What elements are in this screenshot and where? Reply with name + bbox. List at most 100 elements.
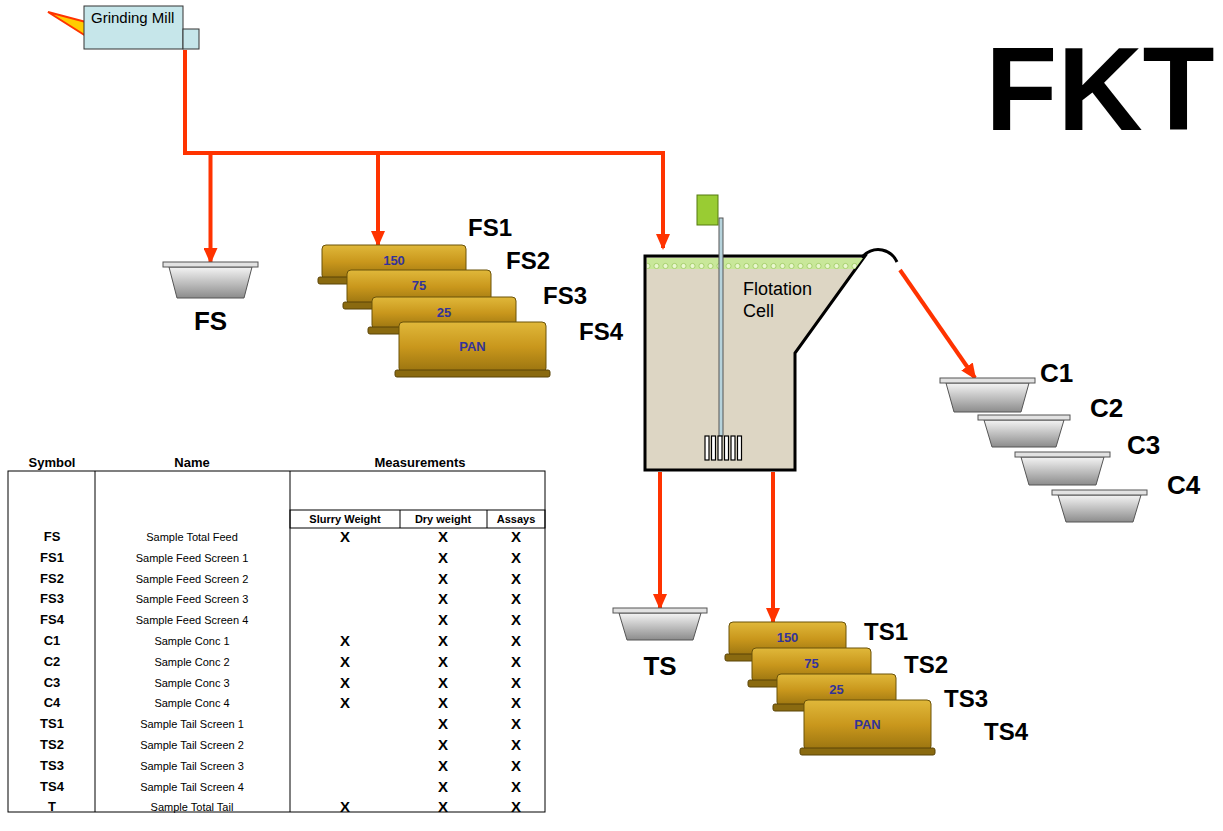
screen-id: TS2 bbox=[904, 651, 948, 679]
screen-id: TS4 bbox=[984, 718, 1028, 746]
tray-label: C1 bbox=[1040, 358, 1073, 389]
table-mark: X bbox=[340, 528, 350, 545]
screen-size: PAN bbox=[459, 339, 485, 354]
flotation-cell: Flotation Cell bbox=[643, 248, 900, 472]
table-mark: X bbox=[438, 736, 448, 753]
screen-id: TS3 bbox=[944, 685, 988, 713]
table-mark: X bbox=[511, 549, 521, 566]
table-header: Symbol bbox=[29, 456, 76, 471]
table-name: Sample Conc 2 bbox=[154, 655, 229, 668]
table-mark: X bbox=[340, 799, 350, 816]
table-symbol: TS2 bbox=[40, 738, 64, 753]
table-name: Sample Feed Screen 1 bbox=[136, 551, 249, 564]
table-mark: X bbox=[511, 653, 521, 670]
table-mark: X bbox=[438, 591, 448, 608]
cell-label: Flotation Cell bbox=[743, 278, 831, 322]
screen-id: FS3 bbox=[543, 282, 587, 310]
table-mark: X bbox=[438, 632, 448, 649]
table-name: Sample Conc 1 bbox=[154, 635, 229, 648]
flow-arrow bbox=[185, 50, 211, 262]
table-mark: X bbox=[438, 674, 448, 691]
table-name: Sample Feed Screen 3 bbox=[136, 593, 249, 606]
table-symbol: C1 bbox=[44, 634, 61, 649]
table-symbol: FS3 bbox=[40, 592, 64, 607]
table-symbol: TS1 bbox=[40, 717, 64, 732]
table-subheader: Dry weight bbox=[415, 513, 471, 526]
table-mark: X bbox=[511, 799, 521, 816]
table-mark: X bbox=[340, 695, 350, 712]
screen-id: TS1 bbox=[864, 618, 908, 646]
table-symbol: FS4 bbox=[40, 613, 64, 628]
table-name: Sample Feed Screen 2 bbox=[136, 572, 249, 585]
table-name: Sample Conc 4 bbox=[154, 697, 229, 710]
tray-shape bbox=[163, 262, 258, 298]
table-name: Sample Tail Screen 3 bbox=[140, 759, 244, 772]
table-symbol: FS2 bbox=[40, 571, 64, 586]
table-mark: X bbox=[511, 632, 521, 649]
sample-tray: C2 bbox=[978, 415, 1070, 447]
table-name: Sample Total Tail bbox=[151, 801, 234, 814]
table-grid bbox=[8, 471, 545, 812]
tray-label: TS bbox=[643, 651, 676, 682]
tray-shape bbox=[1052, 490, 1147, 522]
flow-arrow bbox=[658, 472, 662, 608]
table-mark: X bbox=[511, 757, 521, 774]
table-mark: X bbox=[340, 653, 350, 670]
sieve-screen: PAN bbox=[800, 700, 935, 756]
table-mark: X bbox=[438, 570, 448, 587]
table-mark: X bbox=[438, 799, 448, 816]
table-mark: X bbox=[438, 528, 448, 545]
screen-id: FS2 bbox=[506, 247, 550, 275]
screen-size: 150 bbox=[383, 253, 405, 268]
table-mark: X bbox=[438, 778, 448, 795]
table-mark: X bbox=[438, 653, 448, 670]
table-name: Sample Feed Screen 4 bbox=[136, 614, 249, 627]
table-mark: X bbox=[511, 591, 521, 608]
table-mark: X bbox=[511, 778, 521, 795]
table-mark: X bbox=[511, 716, 521, 733]
sample-tray: FS bbox=[163, 262, 258, 298]
table-header: Measurements bbox=[374, 456, 465, 471]
table-symbol: C4 bbox=[44, 696, 61, 711]
table-mark: X bbox=[340, 674, 350, 691]
table-symbol: C3 bbox=[44, 675, 61, 690]
flow-arrow bbox=[900, 270, 975, 378]
screen-size: 150 bbox=[777, 630, 799, 645]
table-mark: X bbox=[511, 695, 521, 712]
table-mark: X bbox=[438, 612, 448, 629]
mill-label: Grinding Mill bbox=[91, 9, 175, 27]
table-subheader: Assays bbox=[497, 513, 536, 526]
sample-tray: C3 bbox=[1015, 452, 1110, 485]
tray-label: C3 bbox=[1127, 430, 1160, 461]
sample-tray: TS bbox=[613, 608, 707, 640]
table-subheader: Slurry Weight bbox=[309, 513, 380, 526]
table-symbol: FS1 bbox=[40, 550, 64, 565]
tray-label: C4 bbox=[1167, 470, 1200, 501]
screen-size: 75 bbox=[804, 656, 818, 671]
sieve-screen: PAN bbox=[395, 322, 550, 378]
screen-size: 75 bbox=[412, 278, 426, 293]
table-mark: X bbox=[438, 549, 448, 566]
tray-label: FS bbox=[194, 306, 227, 337]
table-mark: X bbox=[511, 674, 521, 691]
screen-id: FS4 bbox=[579, 318, 623, 346]
table-name: Sample Tail Screen 2 bbox=[140, 739, 244, 752]
title: FKT bbox=[985, 22, 1214, 158]
table-mark: X bbox=[340, 632, 350, 649]
table-mark: X bbox=[511, 612, 521, 629]
tray-shape bbox=[940, 378, 1035, 412]
table-mark: X bbox=[438, 695, 448, 712]
tray-shape bbox=[1015, 452, 1110, 485]
tray-label: C2 bbox=[1090, 393, 1123, 424]
grinding-mill: Grinding Mill bbox=[83, 5, 200, 50]
flow-arrow bbox=[185, 50, 663, 248]
screen-size: PAN bbox=[854, 717, 880, 732]
table-symbol: TS4 bbox=[40, 779, 64, 794]
table-mark: X bbox=[511, 736, 521, 753]
table-name: Sample Tail Screen 4 bbox=[140, 780, 244, 793]
table-name: Sample Tail Screen 1 bbox=[140, 718, 244, 731]
table-name: Sample Conc 3 bbox=[154, 676, 229, 689]
screen-size: 25 bbox=[437, 305, 451, 320]
tray-shape bbox=[978, 415, 1070, 447]
table-mark: X bbox=[438, 716, 448, 733]
